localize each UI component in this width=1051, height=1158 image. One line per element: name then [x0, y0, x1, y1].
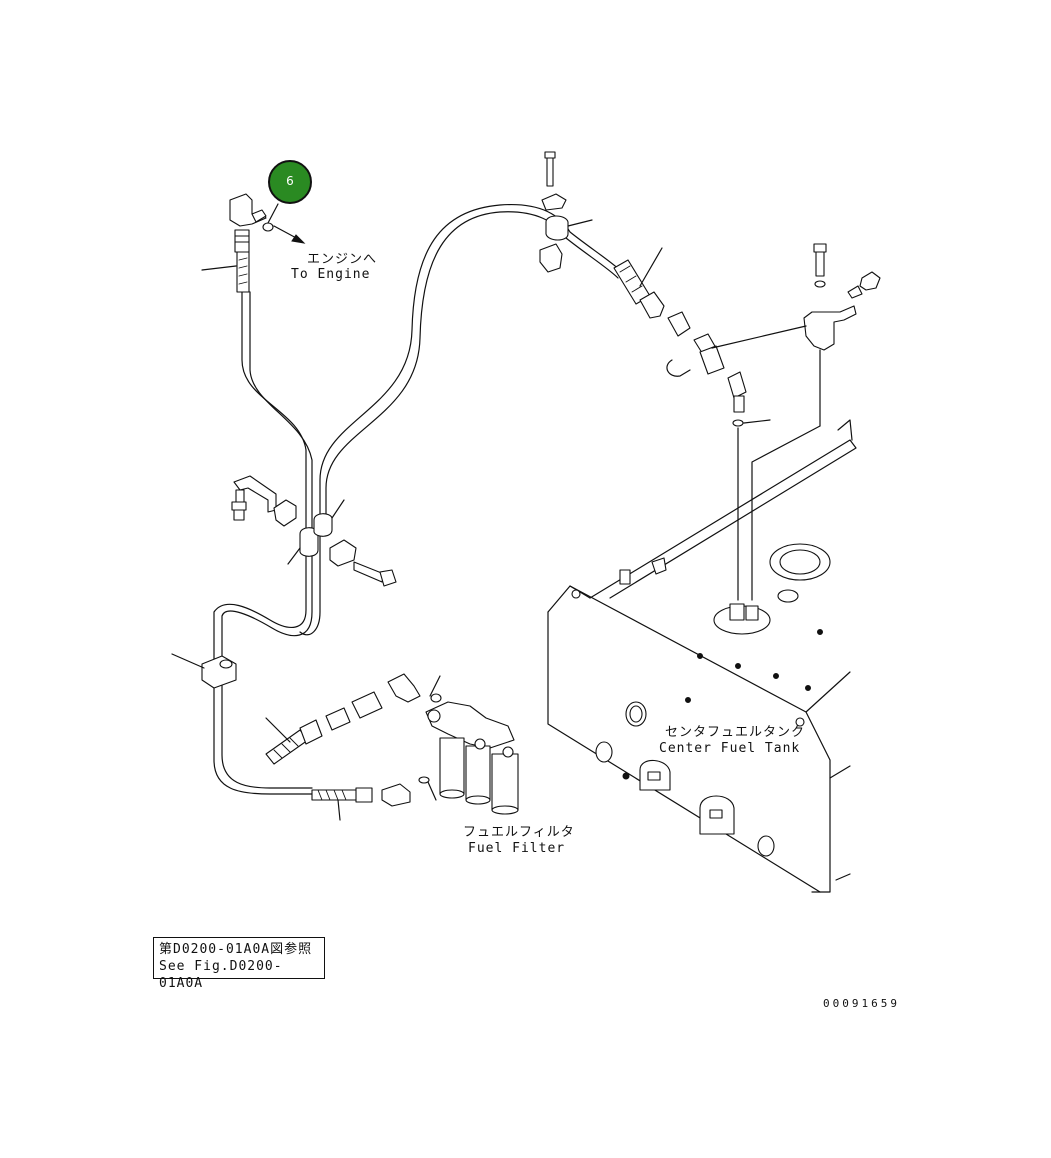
to-engine-label-en: To Engine [291, 267, 371, 282]
center-fuel-tank-label-en: Center Fuel Tank [659, 741, 801, 756]
tank-bracket-assembly [711, 243, 881, 601]
fuel-filter-assembly [425, 701, 519, 815]
engine-elbow-fitting [201, 193, 306, 293]
lower-clamp [171, 653, 237, 689]
fuel-filter-label-en: Fuel Filter [468, 841, 566, 856]
callout-number: 6 [286, 174, 294, 188]
figure-reference-en: See Fig.D0200-01A0A [159, 959, 283, 991]
fuel-hose-lines [213, 203, 623, 795]
fuel-filter-label-jp: フュエルフィルタ [463, 825, 575, 840]
upper-clamp-assembly [539, 151, 593, 273]
to-engine-label-jp: エンジンへ [307, 252, 378, 267]
tank-hose-end [613, 247, 771, 427]
filter-inlet-hose-end [265, 673, 442, 765]
callout-6-balloon[interactable]: 6 [268, 160, 312, 204]
center-fuel-tank [547, 419, 857, 893]
filter-outlet-hose-end [311, 776, 437, 821]
figure-reference-box: 第D0200-01A0A図参照 See Fig.D0200-01A0A [153, 937, 325, 991]
document-number: 00091659 [823, 997, 900, 1010]
center-fuel-tank-label-jp: センタフュエルタンク [665, 725, 806, 740]
middle-clamp-assembly [231, 475, 397, 587]
figure-reference-jp: 第D0200-01A0A図参照 [159, 942, 313, 957]
